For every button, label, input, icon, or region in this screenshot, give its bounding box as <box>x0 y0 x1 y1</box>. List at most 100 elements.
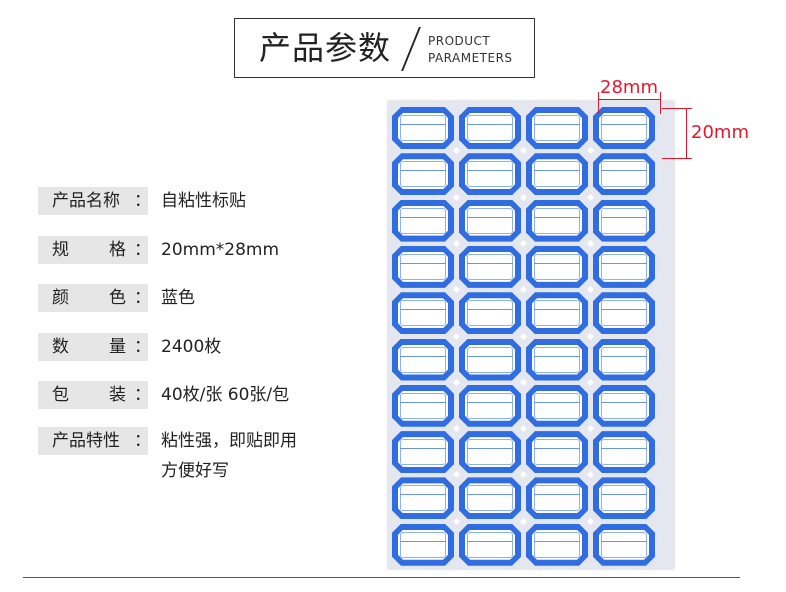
sticker-writing-area <box>532 530 582 560</box>
sticker-line <box>467 124 513 125</box>
sticker-label <box>593 107 655 149</box>
sticker-line <box>400 402 446 403</box>
sticker-line <box>534 170 580 171</box>
sticker-label <box>593 524 655 566</box>
sticker-label <box>526 524 588 566</box>
sticker-label <box>392 107 454 149</box>
sticker-label <box>459 200 521 242</box>
sticker-label <box>526 292 588 334</box>
sticker-gap-dot <box>586 332 595 340</box>
sticker-line <box>467 309 513 310</box>
sticker-inner-frame <box>400 300 446 326</box>
sticker-gap-dot <box>519 332 528 340</box>
sticker-label <box>526 339 588 381</box>
sticker-writing-area <box>465 391 515 421</box>
sticker-writing-area <box>465 206 515 236</box>
sticker-line <box>601 402 647 403</box>
sticker-gap-dot <box>586 425 595 433</box>
sticker-label <box>526 200 588 242</box>
sticker-label <box>526 107 588 149</box>
sticker-line <box>601 309 647 310</box>
sticker-inner-frame <box>601 393 647 419</box>
param-value: 2400枚 <box>161 337 222 357</box>
sticker-label <box>593 431 655 473</box>
sticker-gap-dot <box>519 286 528 294</box>
sticker-inner-frame <box>534 254 580 280</box>
param-colon: ： <box>134 385 151 405</box>
sticker-writing-area <box>599 113 649 143</box>
sticker-label <box>459 292 521 334</box>
sticker-label <box>392 246 454 288</box>
sticker-inner-frame <box>400 439 446 465</box>
sticker-writing-area <box>532 113 582 143</box>
sticker-inner-frame <box>601 485 647 511</box>
sticker-gap-dot <box>519 378 528 386</box>
sticker-inner-frame <box>534 347 580 373</box>
sticker-inner-frame <box>467 208 513 234</box>
sticker-line <box>601 170 647 171</box>
sticker-inner-frame <box>534 115 580 141</box>
dimension-height-label: 20mm <box>691 122 749 143</box>
sticker-writing-area <box>465 159 515 189</box>
sticker-writing-area <box>465 298 515 328</box>
param-label-char-a: 颜 <box>52 288 69 308</box>
bottom-divider <box>23 577 740 578</box>
sticker-label <box>392 153 454 195</box>
sticker-inner-frame <box>467 254 513 280</box>
sticker-inner-frame <box>601 439 647 465</box>
sticker-writing-area <box>398 206 448 236</box>
sticker-writing-area <box>599 252 649 282</box>
sticker-line <box>534 494 580 495</box>
title-main: 产品参数 <box>259 29 392 67</box>
sticker-writing-area <box>398 345 448 375</box>
sticker-label <box>459 431 521 473</box>
sticker-line <box>601 541 647 542</box>
sticker-line <box>534 356 580 357</box>
sticker-writing-area <box>465 530 515 560</box>
dimension-width-label: 28mm <box>600 77 658 98</box>
param-label-char-b: 量 <box>109 337 126 357</box>
sticker-writing-area <box>398 391 448 421</box>
sticker-gap-dot <box>452 517 461 525</box>
sticker-inner-frame <box>601 254 647 280</box>
sticker-gap-dot <box>586 378 595 386</box>
sticker-label <box>459 107 521 149</box>
sticker-gap-dot <box>586 286 595 294</box>
sticker-writing-area <box>532 252 582 282</box>
sticker-label <box>593 292 655 334</box>
sticker-label <box>526 477 588 519</box>
param-label-text: 产品名称 <box>52 191 120 211</box>
sticker-line <box>467 356 513 357</box>
title-slash-divider <box>401 27 421 71</box>
sticker-label <box>526 385 588 427</box>
param-label: 包 装 ： <box>38 381 151 409</box>
sticker-line <box>400 448 446 449</box>
sticker-label <box>593 200 655 242</box>
sticker-line <box>400 170 446 171</box>
sticker-label <box>392 200 454 242</box>
sticker-gap-dot <box>452 286 461 294</box>
param-label-char-b: 格 <box>109 240 126 260</box>
sticker-inner-frame <box>467 532 513 558</box>
sticker-inner-frame <box>467 485 513 511</box>
sticker-inner-frame <box>601 115 647 141</box>
sticker-line <box>534 309 580 310</box>
sticker-label <box>392 524 454 566</box>
sticker-inner-frame <box>467 300 513 326</box>
sticker-line <box>400 217 446 218</box>
param-label: 规 格 ： <box>38 236 151 264</box>
sticker-line <box>601 124 647 125</box>
sticker-line <box>400 494 446 495</box>
sticker-line <box>534 541 580 542</box>
sticker-label <box>593 339 655 381</box>
sticker-gap-dot <box>519 147 528 155</box>
param-colon: ： <box>134 191 151 211</box>
sticker-line <box>400 263 446 264</box>
sticker-inner-frame <box>534 439 580 465</box>
sticker-inner-frame <box>601 532 647 558</box>
sticker-inner-frame <box>400 393 446 419</box>
sticker-line <box>601 448 647 449</box>
sticker-label <box>526 431 588 473</box>
sticker-gap-dot <box>586 193 595 201</box>
sticker-label <box>392 431 454 473</box>
